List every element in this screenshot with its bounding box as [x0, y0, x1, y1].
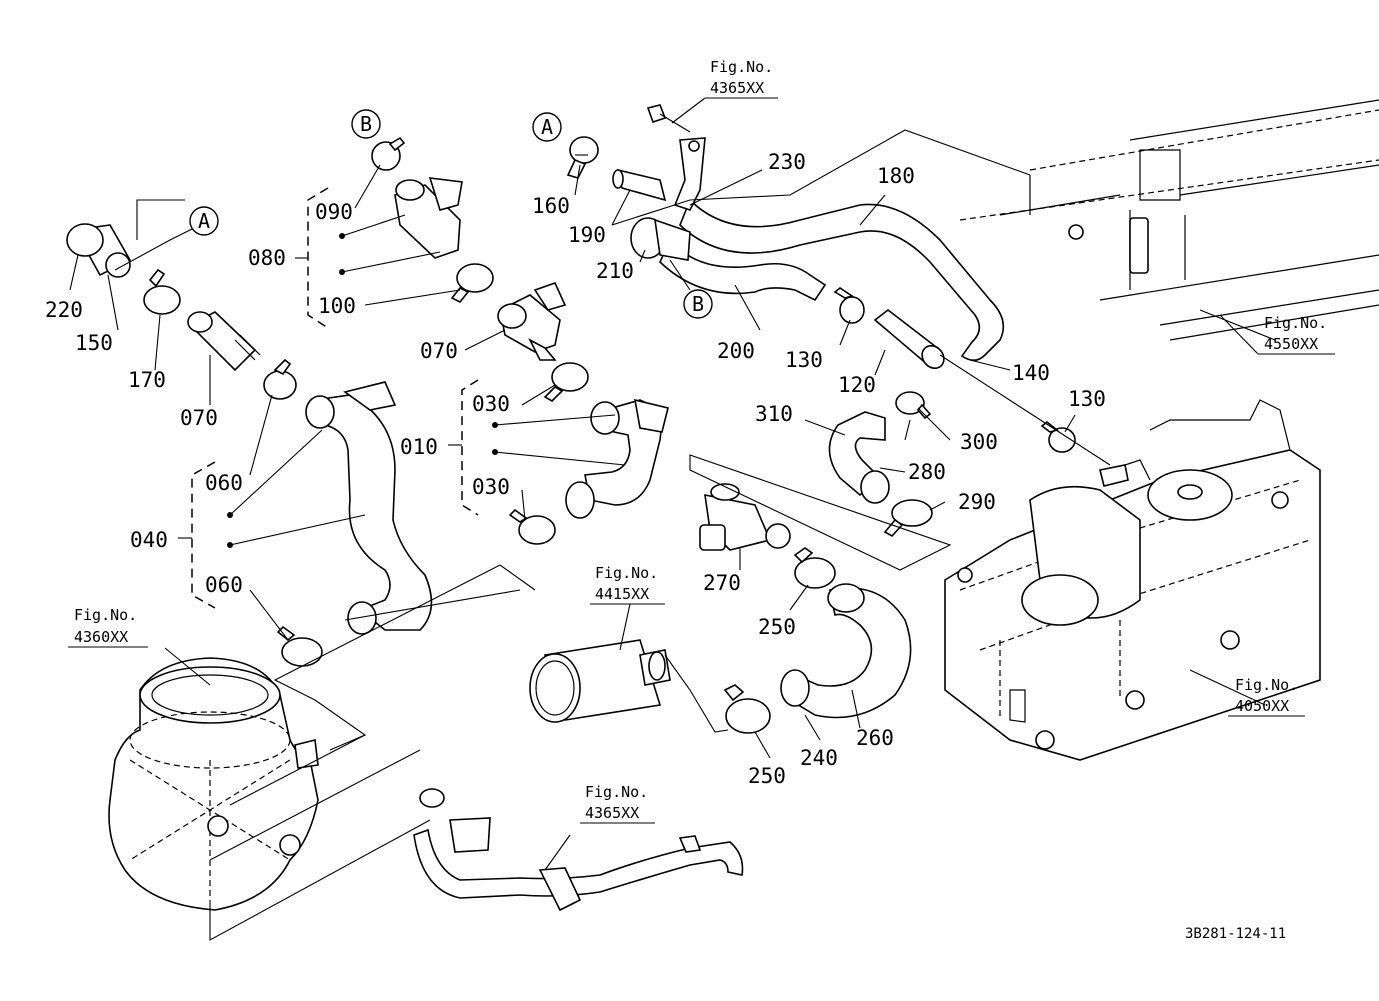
reservoir-4360 [108, 657, 319, 911]
label-260: 260 [856, 726, 894, 750]
figref-4550: Fig.No. 4550XX [1219, 314, 1335, 355]
clamp-060b [276, 625, 323, 667]
figref-4415: Fig.No. 4415XX [590, 564, 665, 651]
label-230: 230 [768, 150, 806, 174]
label-300: 300 [960, 430, 998, 454]
clamp-030b [508, 508, 556, 545]
svg-text:Fig.No.: Fig.No. [1264, 314, 1327, 332]
figref-4365-top: Fig.No. 4365XX [671, 58, 778, 124]
clamp-300 [895, 391, 932, 420]
bolt-4365 [646, 104, 691, 133]
svg-text:Fig.No.: Fig.No. [74, 606, 137, 624]
elbow-010 [565, 398, 669, 519]
label-030a: 030 [472, 392, 510, 416]
marker-a-top: A [532, 112, 562, 142]
label-200: 200 [717, 339, 755, 363]
svg-text:Fig.No.: Fig.No. [585, 783, 648, 801]
clamp-090 [371, 136, 406, 171]
hose-4365b [413, 788, 744, 912]
clamp-250b [723, 684, 771, 734]
marker-a-left: A [189, 206, 219, 236]
pipe-210 [630, 217, 691, 261]
label-170: 170 [128, 368, 166, 392]
svg-text:4550XX: 4550XX [1264, 335, 1318, 353]
label-160: 160 [532, 194, 570, 218]
clamp-130b [1040, 420, 1076, 453]
leader-lines [69, 129, 1276, 941]
label-150: 150 [75, 331, 113, 355]
label-090: 090 [315, 200, 353, 224]
label-040: 040 [130, 528, 168, 552]
label-250a: 250 [758, 615, 796, 639]
clamp-030a [543, 362, 589, 402]
clamp-060a [263, 358, 297, 400]
svg-text:Fig.No.: Fig.No. [1235, 676, 1298, 694]
label-080: 080 [248, 246, 286, 270]
filter-4415 [529, 639, 671, 723]
svg-text:4360XX: 4360XX [74, 628, 128, 646]
label-250b: 250 [748, 764, 786, 788]
marker-b-center: B [683, 289, 713, 319]
label-030b: 030 [472, 475, 510, 499]
clamp-100 [450, 263, 494, 304]
label-190: 190 [568, 223, 606, 247]
svg-text:Fig.No.: Fig.No. [595, 564, 658, 582]
label-120: 120 [838, 373, 876, 397]
sensor-070a [187, 311, 261, 372]
label-280: 280 [908, 460, 946, 484]
label-060a: 060 [205, 471, 243, 495]
clamp-130a [833, 287, 865, 324]
label-100: 100 [318, 294, 356, 318]
figref-4365-bottom: Fig.No. 4365XX [580, 783, 655, 824]
clamp-290 [883, 499, 933, 538]
svg-text:Fig.No.: Fig.No. [710, 58, 773, 76]
clamp-170 [143, 268, 181, 315]
svg-text:B: B [360, 112, 372, 136]
hose-040 [305, 381, 433, 635]
fitting-080 [394, 177, 463, 259]
hose-200 [659, 238, 827, 302]
label-290: 290 [958, 490, 996, 514]
pipe-190 [612, 168, 667, 202]
label-140: 140 [1012, 361, 1050, 385]
svg-text:4050XX: 4050XX [1235, 697, 1289, 715]
svg-text:A: A [541, 115, 553, 139]
label-270: 270 [703, 571, 741, 595]
part-labels: 010 030 030 040 060 060 070 070 080 090 … [45, 150, 1106, 788]
svg-text:4415XX: 4415XX [595, 585, 649, 603]
sensor-270 [699, 483, 791, 551]
svg-text:4365XX: 4365XX [710, 79, 764, 97]
figref-4360: Fig.No. 4360XX [68, 606, 148, 648]
hose-260 [780, 583, 912, 719]
engine-drawing [944, 399, 1321, 761]
svg-text:4365XX: 4365XX [585, 804, 639, 822]
thermostat-070b [497, 282, 567, 361]
drawing-code: 3B281-124-11 [1185, 926, 1286, 942]
label-210: 210 [596, 259, 634, 283]
label-180: 180 [877, 164, 915, 188]
bracket-010 [461, 379, 479, 516]
frame-drawing [959, 99, 1379, 341]
label-240: 240 [800, 746, 838, 770]
label-060b: 060 [205, 573, 243, 597]
label-310: 310 [755, 402, 793, 426]
elbow-310 [828, 411, 890, 504]
label-130a: 130 [785, 348, 823, 372]
bracket-230 [673, 137, 706, 211]
label-010: 010 [400, 435, 438, 459]
label-070a: 070 [180, 406, 218, 430]
label-130b: 130 [1068, 387, 1106, 411]
label-220: 220 [45, 298, 83, 322]
hose-120 [873, 308, 945, 370]
clamp-160 [566, 136, 599, 179]
svg-text:A: A [198, 209, 210, 233]
svg-text:B: B [692, 292, 704, 316]
marker-b-left: B [351, 109, 381, 139]
figref-4050: Fig.No. 4050XX [1228, 676, 1305, 717]
cap-220 [66, 223, 132, 278]
clamp-250a [793, 547, 836, 589]
label-070b: 070 [420, 339, 458, 363]
